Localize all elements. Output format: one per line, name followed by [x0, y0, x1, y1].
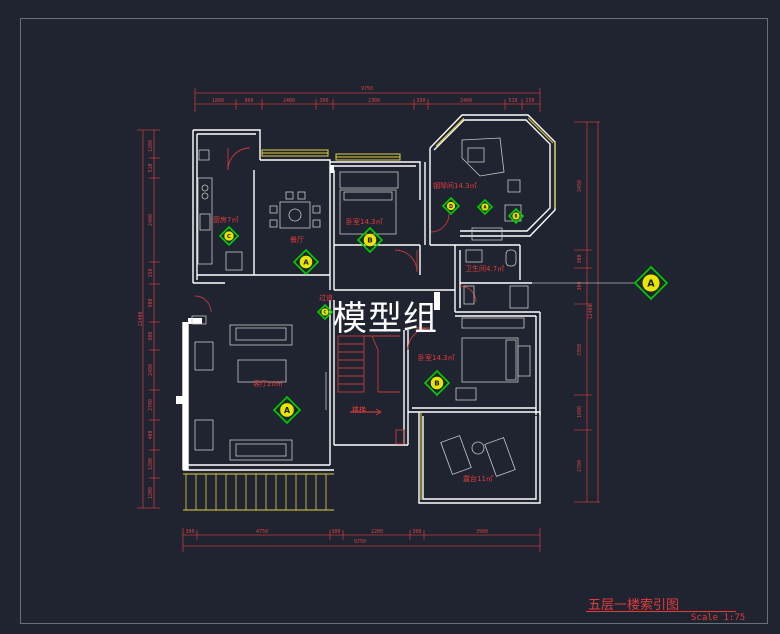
top-dim-5: 2300 [368, 98, 380, 104]
dimension-text-right: 12400 2450 300 300 3350 1800 2700 [577, 180, 594, 472]
left-dim-3: 2400 [148, 214, 154, 226]
index-marker-tag: A [303, 258, 309, 267]
left-dim-4: 150 [148, 268, 154, 277]
index-marker-tag: B [434, 379, 439, 388]
title-underline [586, 611, 736, 612]
dimension-text-left: 12400 1200 510 2400 150 900 800 2400 270… [138, 140, 154, 499]
room-label-living-room: 客厅20㎡ [253, 379, 283, 388]
index-marker-tag: B [367, 236, 372, 245]
index-marker: B [356, 226, 384, 254]
index-marker: A [476, 198, 494, 216]
index-marker: A [292, 248, 320, 276]
index-marker: B [423, 369, 451, 397]
left-total-dim: 12400 [138, 311, 144, 326]
left-dim-5: 900 [148, 298, 154, 307]
drawing-scale: Scale 1:75 [691, 613, 746, 623]
right-dim-4: 3350 [577, 344, 583, 356]
left-dim-2: 510 [148, 163, 154, 172]
watermark: 模型组 [333, 299, 438, 339]
top-total-dim: 9750 [361, 86, 373, 92]
left-dim-11: 1200 [148, 487, 154, 499]
bottom-dim-2: 4750 [256, 529, 268, 535]
top-dim-9: 250 [525, 98, 534, 104]
index-marker-tag: A [284, 406, 290, 415]
top-dim-3: 2400 [283, 98, 295, 104]
index-marker-tag: A [647, 279, 655, 290]
index-marker: A [272, 395, 302, 425]
drawing-title: 五层一楼索引图 [588, 598, 680, 613]
right-total-dim: 12400 [588, 304, 594, 319]
right-dim-3: 300 [577, 281, 583, 290]
room-label-terrace: 露台11㎡ [463, 474, 493, 483]
left-dim-8: 2700 [148, 399, 154, 411]
room-label-bedroom-2: 卧室14.3㎡ [418, 353, 455, 362]
front-terrace-railing [185, 474, 327, 510]
top-dim-2: 900 [244, 98, 253, 104]
room-label-kitchen: 厨房7㎡ [213, 215, 238, 224]
left-dim-7: 2400 [148, 364, 154, 376]
room-label-bedroom-1: 卧室14.3㎡ [346, 217, 383, 226]
left-dim-9: 400 [148, 430, 154, 439]
top-dim-6: 300 [416, 98, 425, 104]
left-dim-1: 1200 [148, 140, 154, 152]
dimension-text: 9750 1800 900 2400 300 2300 300 2400 510… [185, 86, 534, 545]
room-label-dining: 餐厅 [290, 235, 304, 244]
index-marker: D [441, 196, 461, 216]
bottom-dim-1: 300 [185, 529, 194, 535]
index-marker-tag: A [483, 205, 487, 210]
bottom-dim-6: 3900 [476, 529, 488, 535]
right-dim-2: 300 [577, 254, 583, 263]
index-marker: C [218, 225, 240, 247]
room-labels: 厨房7㎡ 餐厅 卧室14.3㎡ 钢琴间14.3㎡ 卫生间4.7㎡ 过道 客厅20… [213, 181, 504, 483]
top-dim-7: 2400 [460, 98, 472, 104]
dimension-lines [137, 88, 636, 552]
room-label-piano-room: 钢琴间14.3㎡ [433, 181, 477, 190]
bottom-total-dim: 9750 [354, 539, 366, 545]
index-marker: A [633, 265, 669, 301]
top-dim-1: 1800 [212, 98, 224, 104]
right-dim-6: 2700 [577, 460, 583, 472]
bottom-dim-5: 300 [412, 529, 421, 535]
room-label-bathroom: 卫生间4.7㎡ [465, 264, 504, 273]
top-dim-8: 510 [508, 98, 517, 104]
index-markers: C A B D A B A C B A [218, 196, 669, 425]
bottom-dim-4: 2200 [371, 529, 383, 535]
windows [183, 117, 556, 511]
wall-blocks [176, 165, 440, 470]
index-marker: C [316, 303, 334, 321]
staircase [337, 335, 405, 445]
right-dim-1: 2450 [577, 180, 583, 192]
top-dim-4: 300 [319, 98, 328, 104]
room-label-corridor: 过道 [319, 293, 333, 302]
index-marker: B [507, 207, 525, 225]
index-marker-tag: C [323, 310, 326, 315]
index-marker-tag: B [514, 214, 517, 219]
right-dim-5: 1800 [577, 406, 583, 418]
doors [194, 147, 477, 351]
index-marker-tag: D [449, 204, 453, 210]
left-dim-10: 1200 [148, 458, 154, 470]
bottom-dim-3: 300 [331, 529, 340, 535]
index-marker-tag: C [227, 234, 231, 240]
room-label-stairs: 楼梯 [352, 405, 366, 414]
left-dim-6: 800 [148, 331, 154, 340]
